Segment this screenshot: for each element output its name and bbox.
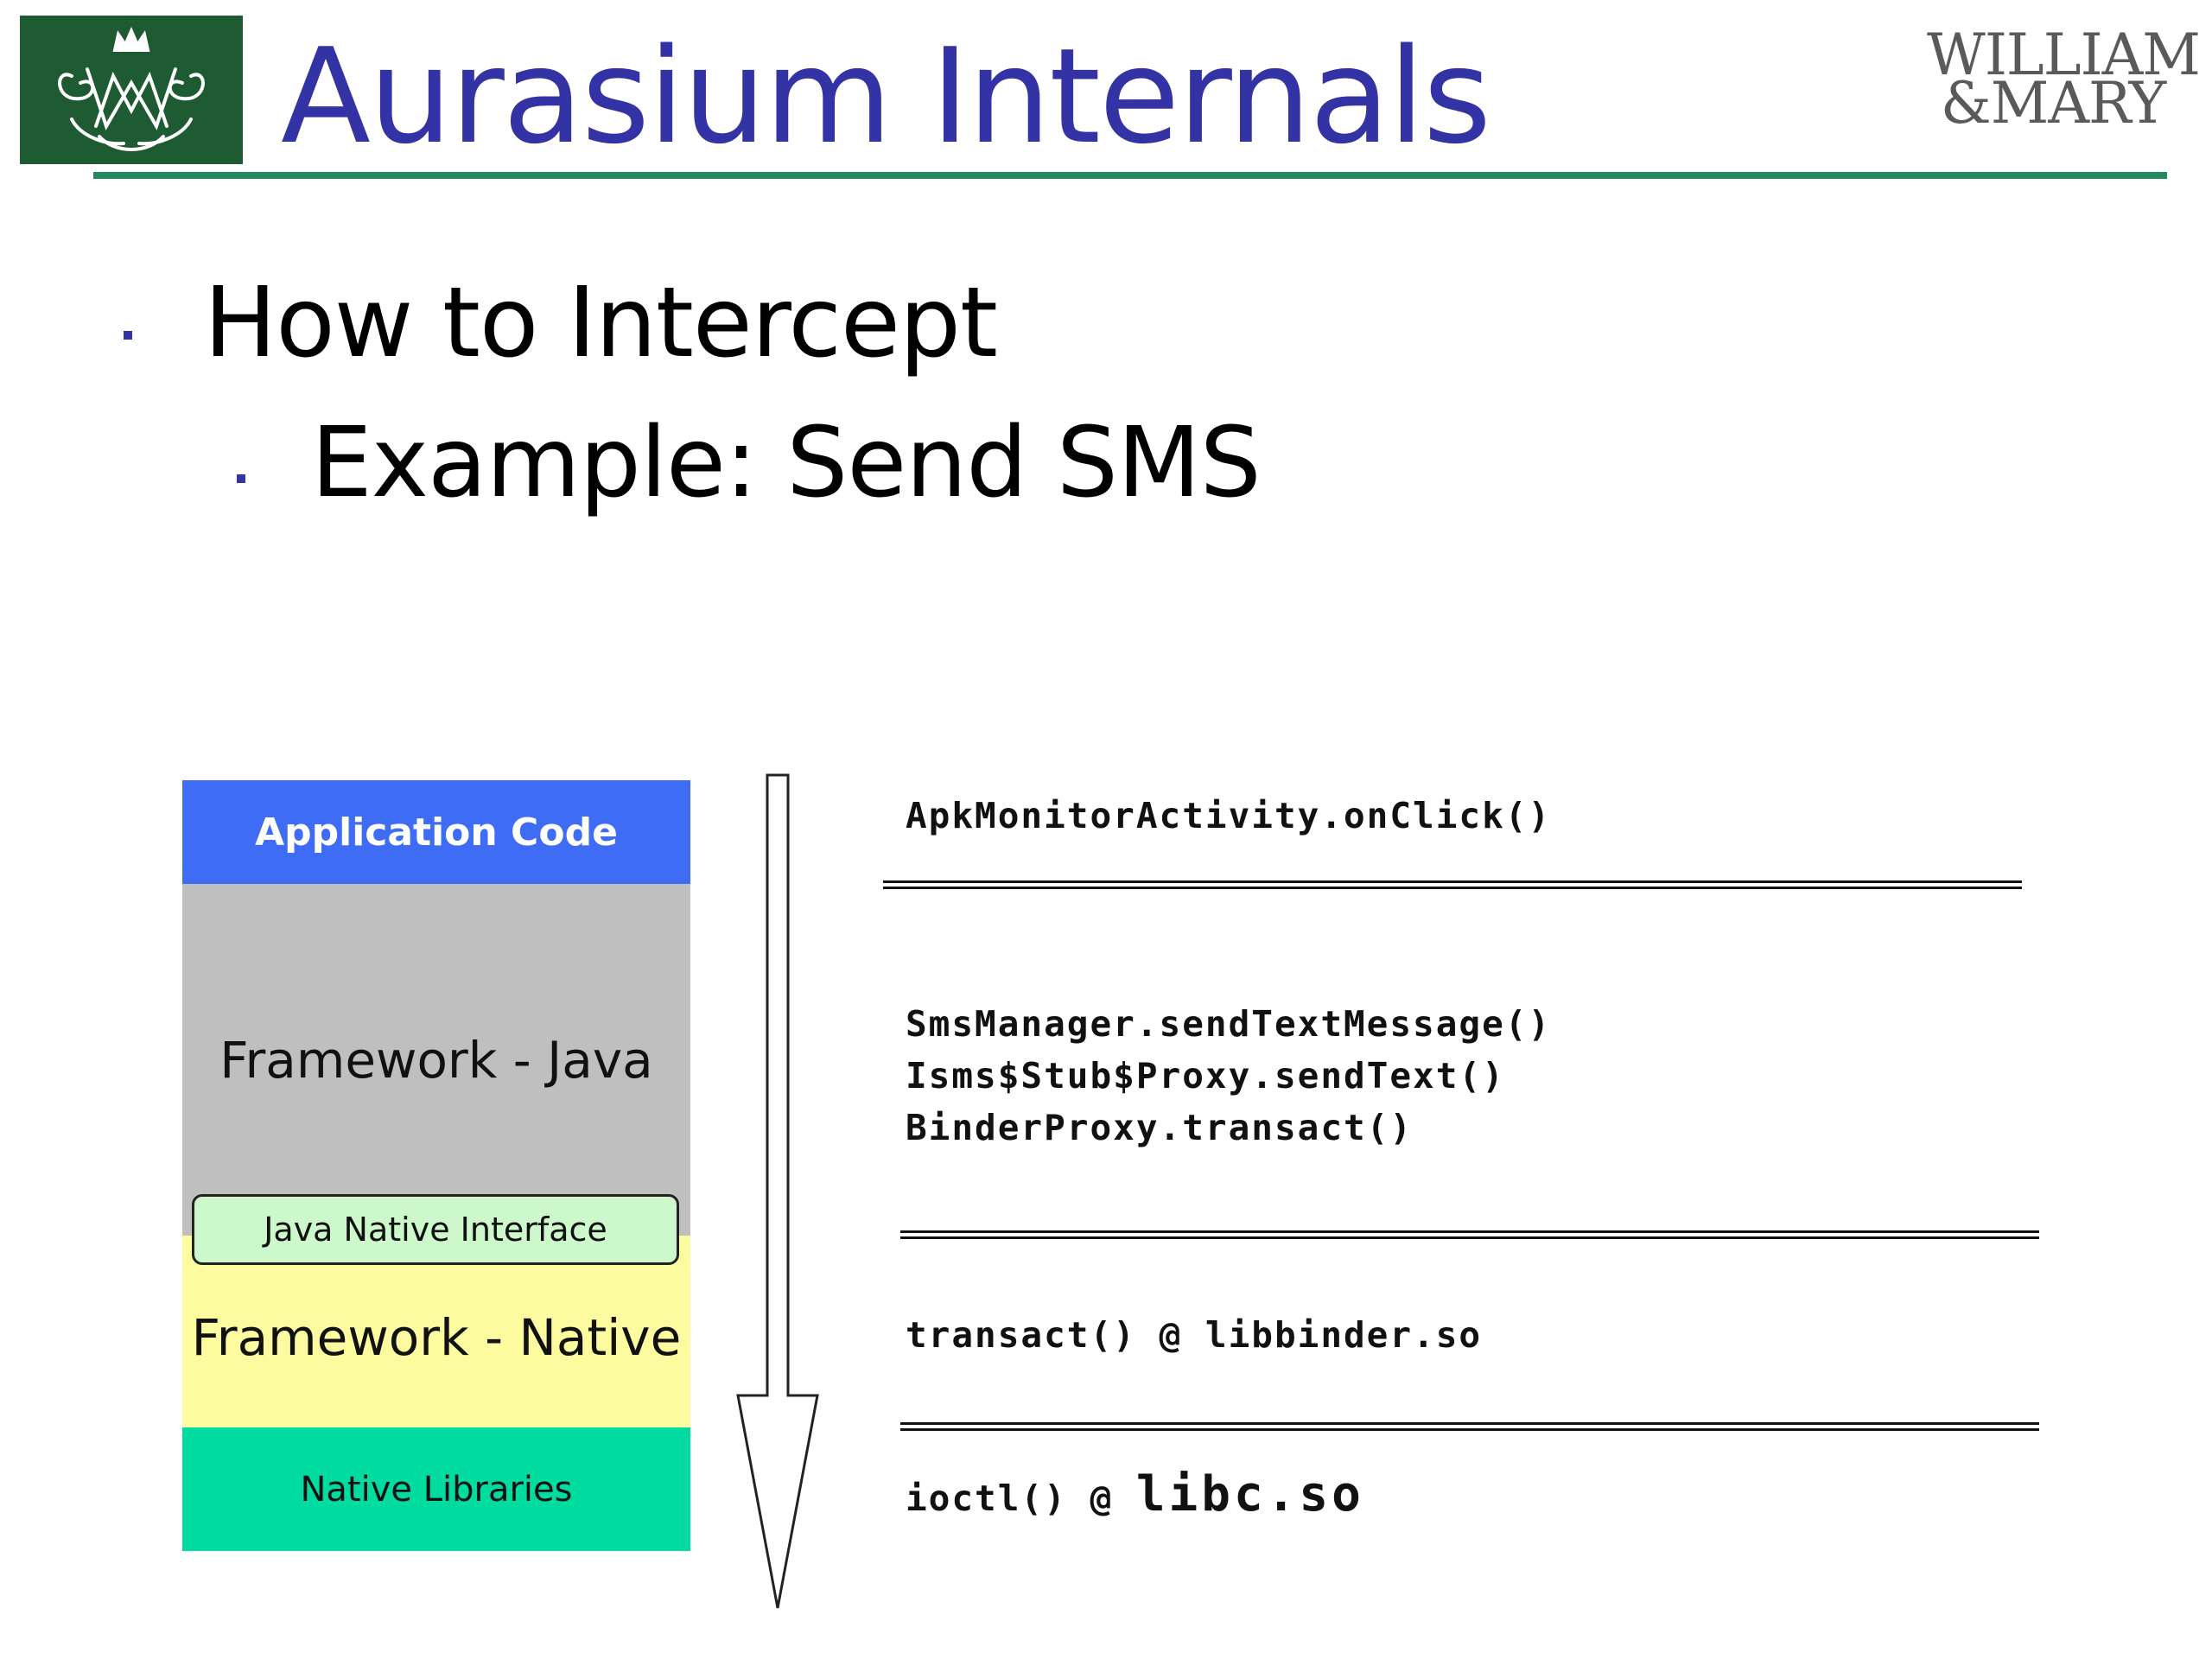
bullet-level-1: How to Intercept [204, 267, 998, 379]
layer-application-code: Application Code [182, 780, 690, 884]
call-line: transact() @ libbinder.so [906, 1314, 1483, 1356]
call-native-libraries: ioctl() @ libc.so [906, 1469, 1364, 1524]
bullet-icon [237, 474, 245, 483]
down-arrow-icon [736, 773, 819, 1609]
layer-framework-native: Framework - Native [182, 1236, 690, 1427]
call-application: ApkMonitorActivity.onClick() [906, 790, 1551, 842]
layer-native-libraries: Native Libraries [182, 1427, 690, 1551]
layer-separator [883, 880, 2022, 889]
call-emphasis: libc.so [1135, 1466, 1364, 1522]
bullet-level-2: Example: Send SMS [311, 407, 1262, 519]
slide-title: Aurasium Internals [281, 20, 1491, 173]
layer-label: Framework - Native [191, 1308, 682, 1367]
cypher-crest-icon [58, 27, 205, 151]
call-prefix: ioctl() @ [906, 1478, 1136, 1519]
institution-wordmark: WILLIAM &MARY [1927, 22, 2212, 137]
call-line: Isms$Stub$Proxy.sendText() [906, 1055, 1505, 1096]
layer-framework-java: Framework - Java [182, 884, 690, 1236]
call-line: SmsManager.sendTextMessage() [906, 1003, 1552, 1045]
call-line: BinderProxy.transact() [906, 1107, 1414, 1148]
jni-bridge: Java Native Interface [192, 1194, 679, 1265]
crest-logo [20, 16, 243, 164]
institution-line-1: WILLIAM [1927, 22, 2201, 88]
call-line: ApkMonitorActivity.onClick() [906, 795, 1552, 836]
layer-label: Framework - Java [219, 1031, 653, 1090]
institution-line-2: &MARY [1941, 70, 2166, 137]
call-framework-native: transact() @ libbinder.so [906, 1309, 1482, 1361]
jni-label: Java Native Interface [264, 1211, 607, 1249]
layer-separator [900, 1422, 2039, 1431]
layer-label: Native Libraries [300, 1469, 573, 1510]
layer-separator [900, 1230, 2039, 1239]
layer-label: Application Code [255, 810, 618, 855]
call-framework-java: SmsManager.sendTextMessage() Isms$Stub$P… [906, 998, 1551, 1154]
header-divider [93, 172, 2167, 179]
bullet-icon [124, 331, 132, 340]
